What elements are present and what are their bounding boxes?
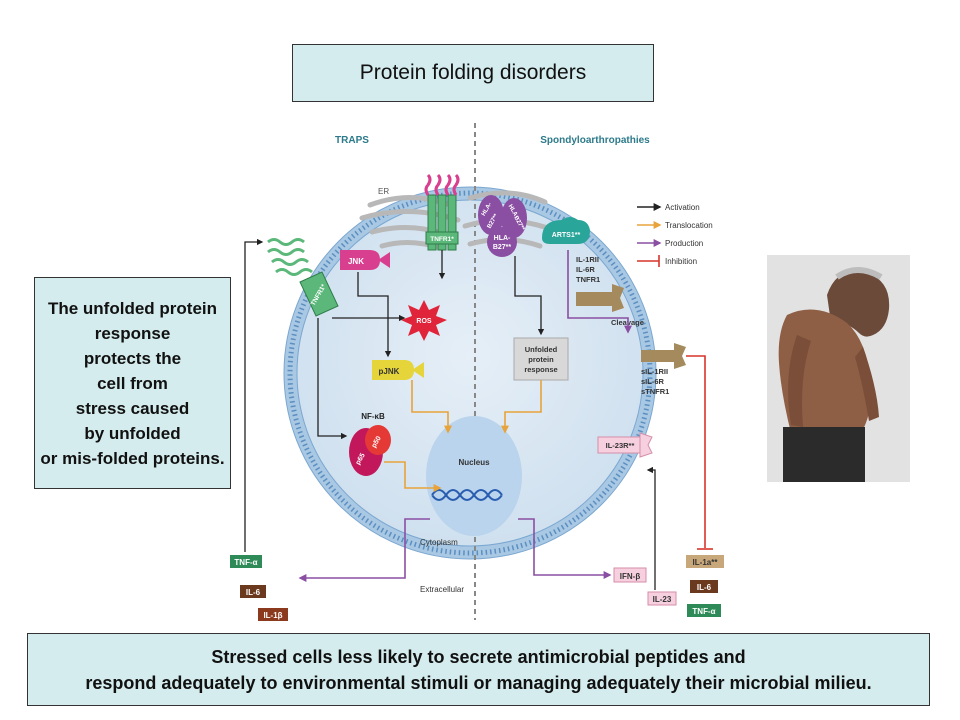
il1a-right-label: IL-1a** bbox=[693, 558, 719, 567]
title-box: Protein folding disorders bbox=[292, 44, 654, 102]
tnfa-right-badge bbox=[687, 604, 721, 617]
nucleus bbox=[426, 416, 522, 536]
il23r-label: IL-23R** bbox=[606, 441, 635, 450]
il6-right-label: IL-6 bbox=[697, 583, 712, 592]
jnk-kinase bbox=[340, 250, 390, 270]
hla-b27-complex bbox=[478, 195, 527, 257]
dna-icon bbox=[431, 489, 503, 501]
il23-label: IL-23 bbox=[653, 595, 672, 604]
left-line-5: stress caused bbox=[75, 398, 190, 418]
inhibition-line bbox=[686, 355, 713, 550]
nfkb-label: NF-κB bbox=[361, 412, 385, 421]
ifnb-badge bbox=[613, 567, 647, 583]
il6-left-badge bbox=[240, 585, 266, 598]
arts1-enzyme bbox=[542, 217, 590, 244]
translocation-arrows bbox=[384, 380, 542, 492]
sol-il1rii: sIL-1RII bbox=[641, 367, 668, 376]
legend-activation: Activation bbox=[665, 203, 700, 212]
il1b-left-label: IL-1β bbox=[263, 611, 282, 620]
tnfr1-er-receptor bbox=[424, 173, 460, 251]
patient-photo bbox=[767, 255, 910, 482]
il6-right-badge bbox=[690, 580, 718, 593]
jnk-label: JNK bbox=[348, 257, 364, 266]
soluble-receptor-tan bbox=[641, 343, 686, 369]
pjnk-label: pJNK bbox=[379, 367, 400, 376]
upr-explanation-box: The unfolded protein response protects t… bbox=[34, 277, 231, 489]
left-line-1: The unfolded protein bbox=[47, 298, 218, 318]
summary-box: Stressed cells less likely to secrete an… bbox=[27, 633, 930, 706]
arts1-label: ARTS1** bbox=[552, 232, 581, 239]
tnfa-left-label: TNF-α bbox=[234, 558, 257, 567]
left-line-4: cell from bbox=[97, 373, 168, 393]
sol-tnfr1: sTNFR1 bbox=[641, 387, 669, 396]
bottom-line-1: Stressed cells less likely to secrete an… bbox=[211, 646, 746, 667]
left-line-7: or mis-folded proteins. bbox=[40, 448, 225, 468]
section-spondylo: Spondyloarthropathies bbox=[540, 135, 650, 146]
rec-il6r: IL-6R bbox=[576, 265, 595, 274]
il1b-left-badge bbox=[258, 608, 288, 621]
ros-burst bbox=[401, 300, 447, 341]
hla-label-5: HLA- bbox=[494, 235, 511, 242]
membrane-receptor-tan bbox=[576, 284, 624, 312]
tnfa-left-badge bbox=[230, 555, 262, 568]
legend-inhibition: Inhibition bbox=[665, 257, 697, 266]
ros-label: ROS bbox=[416, 318, 432, 325]
ifnb-label: IFN-β bbox=[620, 572, 641, 581]
il23-badge bbox=[647, 591, 677, 606]
sol-il6r: sIL-6R bbox=[641, 377, 665, 386]
upr-line-2: protein bbox=[528, 355, 554, 364]
er-label: ER bbox=[378, 187, 389, 196]
production-arrows bbox=[298, 250, 632, 582]
nucleus-label: Nucleus bbox=[458, 458, 490, 467]
extracellular-label: Extracellular bbox=[420, 585, 464, 594]
il23r-receptor bbox=[597, 432, 653, 458]
tnfa-right-label: TNF-α bbox=[692, 607, 715, 616]
hla-label-6: B27** bbox=[493, 244, 512, 251]
rec-tnfr1: TNFR1 bbox=[576, 275, 600, 284]
il6-left-label: IL-6 bbox=[246, 588, 261, 597]
bottom-line-2: respond adequately to environmental stim… bbox=[85, 672, 872, 693]
cytoplasm-label: Cytoplasm bbox=[420, 538, 458, 547]
tnfr1-er-label: TNFR1* bbox=[430, 236, 454, 243]
section-traps: TRAPS bbox=[335, 135, 369, 146]
tnfr1-membrane-receptor bbox=[267, 238, 339, 317]
pjnk-kinase bbox=[372, 360, 424, 380]
legend-translocation: Translocation bbox=[665, 221, 713, 230]
il1a-right-badge bbox=[686, 555, 724, 568]
left-line-2: response bbox=[94, 323, 171, 343]
upr-line-1: Unfolded bbox=[525, 345, 558, 354]
left-line-6: by unfolded bbox=[84, 423, 181, 443]
legend-production: Production bbox=[665, 239, 703, 248]
nfkb-complex bbox=[349, 425, 391, 476]
rec-il1rii: IL-1RII bbox=[576, 255, 599, 264]
legend bbox=[637, 203, 662, 267]
upr-line-3: response bbox=[524, 365, 557, 374]
left-line-3: protects the bbox=[83, 348, 182, 368]
activation-arrows bbox=[244, 238, 656, 590]
cell-membrane-dots bbox=[287, 190, 653, 556]
page-title: Protein folding disorders bbox=[359, 61, 587, 84]
